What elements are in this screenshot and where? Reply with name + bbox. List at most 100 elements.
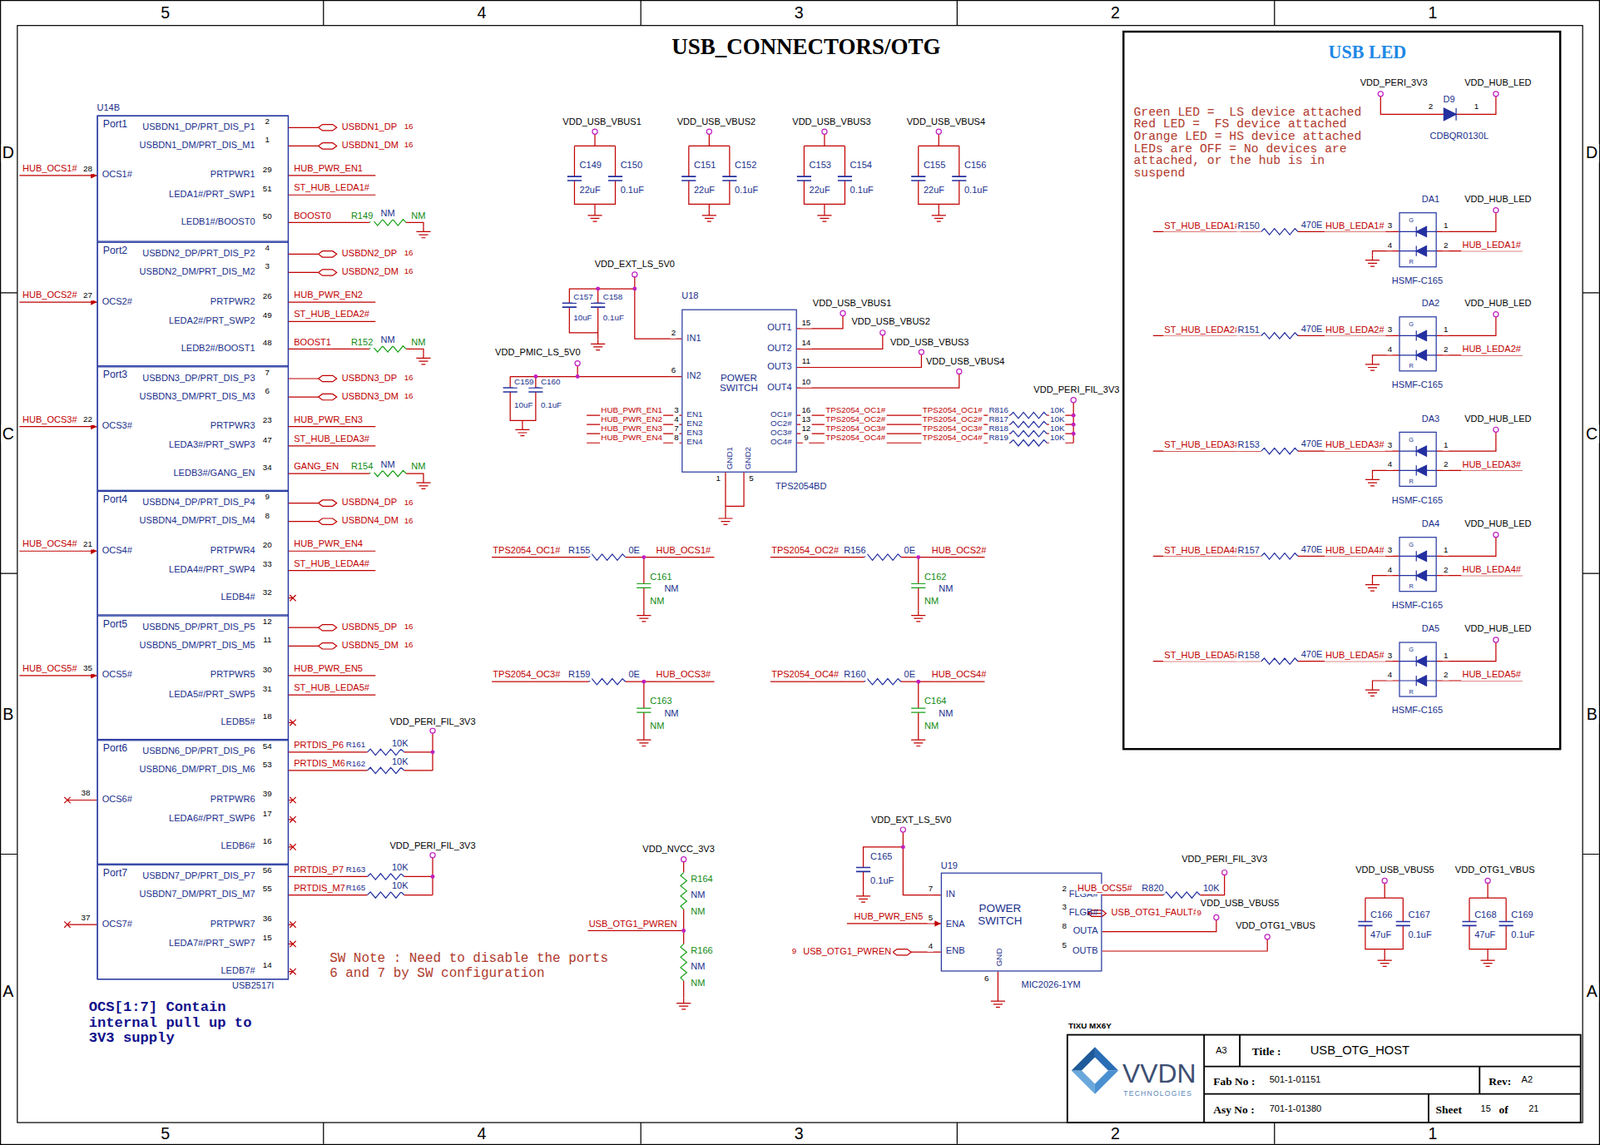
net-label: HUB_LEDA2# <box>1461 345 1522 356</box>
net-label: HUB_PWR_EN4 <box>599 434 664 444</box>
pin-number: 4 <box>1386 345 1393 355</box>
part-name: Port6 <box>103 742 128 753</box>
part-name: DA3 <box>1421 414 1440 425</box>
pin-number: 4 <box>927 942 935 952</box>
zone-marker: A <box>1585 982 1599 1001</box>
pin-name: OCS2# <box>102 297 133 308</box>
net-label: HUB_OCS4# <box>21 539 79 550</box>
pin-number: 12 <box>262 618 273 628</box>
page-ref: 9 <box>790 947 798 957</box>
pin-name: LEDB2#/BOOST1 <box>181 343 256 354</box>
net-label: ST_HUB_LEDA2# <box>1163 325 1241 336</box>
net-label: TPS2054_OC1# <box>491 545 561 556</box>
net-label: HUB_LEDA4# <box>1324 545 1386 556</box>
pin-number: 56 <box>262 866 273 877</box>
power-net-label: VDD_PMIC_LS_5V0 <box>494 347 582 358</box>
part-label: 10K <box>1202 883 1221 894</box>
pin-name: GND2 <box>744 446 754 470</box>
pin-number: 4 <box>1386 460 1393 471</box>
net-label: HUB_PWR_EN5 <box>292 663 364 674</box>
page-ref: 16 <box>402 392 414 402</box>
pin-name: USBDN7_DM/PRT_DIS_M7 <box>139 889 256 900</box>
part-label: C169 <box>1510 910 1535 921</box>
net-port-flag <box>318 124 1107 956</box>
diode-symbol <box>1398 108 1457 686</box>
pin-number: 15 <box>262 934 273 944</box>
part-label: R153 <box>1236 440 1261 451</box>
pin-number: 26 <box>262 292 273 302</box>
part-label: 22uF <box>922 185 947 196</box>
net-label: USBDN1_DP <box>341 122 399 133</box>
pin-number: 31 <box>262 685 273 695</box>
led-package: DA3GRHSMF-C165 <box>1398 431 1437 487</box>
part-name: Port5 <box>103 618 128 630</box>
part-label: R163 <box>345 866 367 876</box>
zone-marker: C <box>1585 424 1600 443</box>
page-ref: 16 <box>402 267 414 278</box>
pin-name: EN3 <box>686 429 703 439</box>
pin-name: EN1 <box>686 411 703 421</box>
part-label: R158 <box>1236 651 1261 662</box>
net-label: TPS2054_OC3# <box>921 425 983 435</box>
net-label: TPS2054_OC2# <box>921 416 983 426</box>
pin-number: 3 <box>673 406 680 417</box>
zone-marker: C <box>0 424 15 443</box>
net-label: TPS2054_OC1# <box>824 406 887 417</box>
part-name: U19 <box>941 861 958 872</box>
pin-number: 55 <box>262 885 273 895</box>
title-block-label: Title : <box>1251 1045 1283 1058</box>
pin-name: LEDB1#/BOOST0 <box>181 217 256 228</box>
zone-marker: 2 <box>1109 4 1121 23</box>
pin-number: 53 <box>262 760 273 770</box>
junction-dot <box>430 287 1076 933</box>
title-block-frame <box>1067 1035 1581 1123</box>
part-label: 0.1uF <box>602 313 626 323</box>
port-band: Port4USBDN4_DP/PRT_DIS_P4USBDN4_DM/PRT_D… <box>97 490 290 616</box>
pin-number: 36 <box>262 915 273 925</box>
part-label: C158 <box>602 293 625 303</box>
part-label: 470E <box>1299 220 1323 231</box>
pin-number: 21 <box>82 540 94 550</box>
net-label: TPS2054_OC4# <box>921 434 983 444</box>
pin-number: 23 <box>262 416 273 427</box>
pin-number: 16 <box>262 837 273 847</box>
pin-name: PRTPWR4 <box>210 545 256 556</box>
net-label: TPS2054_OC3# <box>824 425 887 435</box>
pin-number: 2 <box>1426 102 1434 112</box>
unmounted-part-label: C164 <box>923 697 948 708</box>
part-label: 0.1uF <box>848 185 875 196</box>
title-block-label: Asy No : <box>1212 1103 1256 1116</box>
ground-symbol <box>416 210 1495 1010</box>
pin-name: USBDN3_DP/PRT_DIS_P3 <box>142 373 255 384</box>
unmounted-part-label: C162 <box>923 572 948 583</box>
pin-name: LEDA3#/PRT_SWP3 <box>168 440 255 451</box>
pin-number: 49 <box>262 312 273 322</box>
power-net-label: VDD_USB_VBUS2 <box>675 117 757 128</box>
unmounted-part-label: NM <box>648 721 666 732</box>
pin-number: 11 <box>801 357 813 367</box>
part-name: Port4 <box>103 493 128 505</box>
pin-name: USBDN7_DP/PRT_DIS_P7 <box>142 871 255 882</box>
pin-name: LEDA4#/PRT_SWP4 <box>168 564 255 575</box>
pin-number: 1 <box>1442 222 1450 232</box>
title-block-text: TIXU MX6Y <box>1067 1021 1113 1031</box>
power-net-label: VDD_PERI_FIL_3V3 <box>1032 386 1121 397</box>
net-label: ST_HUB_LEDA2# <box>292 310 371 321</box>
part-label: C156 <box>963 161 988 172</box>
pin-number: 1 <box>1442 546 1450 556</box>
pin-name: OUT1 <box>767 323 792 334</box>
part-label: R157 <box>1236 545 1261 556</box>
part-label: R161 <box>345 741 367 751</box>
pin-number: 2 <box>1442 670 1450 680</box>
net-label: ST_HUB_LEDA1# <box>292 183 371 194</box>
unmounted-part-label: NM <box>923 597 941 608</box>
pin-name: LEDB6# <box>220 842 255 853</box>
unmounted-part-label: NM <box>689 906 707 917</box>
part-label: 0E <box>902 670 917 681</box>
page-ref: 16 <box>402 623 414 633</box>
net-label: USBDN5_DM <box>341 640 401 651</box>
resistor-symbol <box>367 228 1298 899</box>
unmounted-part-label: C161 <box>648 572 674 583</box>
pin-number: 35 <box>82 664 94 674</box>
